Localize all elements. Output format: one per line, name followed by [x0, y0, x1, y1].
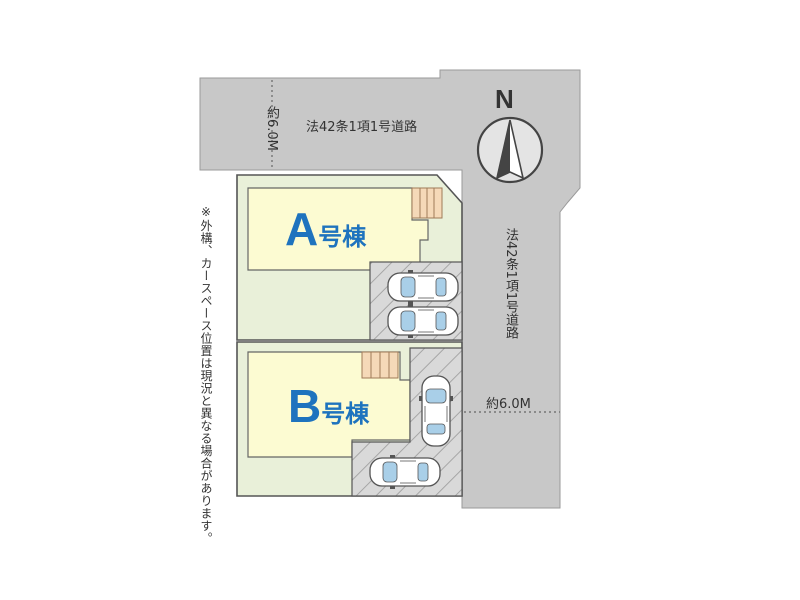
car-b2	[369, 454, 441, 490]
building-a-label: A号棟	[285, 203, 367, 255]
compass-north-label: N	[495, 84, 514, 114]
road-top	[199, 69, 581, 509]
site-note: ※外構、カースペース位置は現況と異なる場合があります。	[199, 205, 213, 545]
stairs-a	[411, 187, 443, 219]
road-top-width: 約6.0M	[264, 106, 279, 151]
road-right-width: 約6.0M	[486, 397, 531, 412]
road-top-name: 法42条1項1号道路	[306, 119, 417, 135]
car-b1	[418, 375, 454, 447]
compass-needle-shade	[497, 120, 510, 178]
car-a1	[387, 269, 459, 305]
compass: N	[476, 84, 544, 184]
car-a2	[387, 303, 459, 339]
building-b-label: B号棟	[288, 380, 370, 432]
road-right-name: 法42条1項1号道路	[503, 228, 518, 340]
stairs-b	[361, 351, 399, 379]
